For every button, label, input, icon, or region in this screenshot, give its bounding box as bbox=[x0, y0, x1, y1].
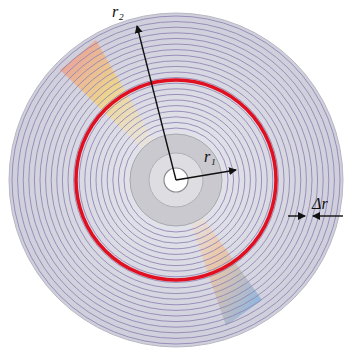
groove bbox=[74, 78, 279, 283]
disc bbox=[9, 13, 343, 347]
grooves bbox=[12, 16, 340, 344]
radius-label: r₁ bbox=[204, 148, 216, 166]
groove bbox=[18, 22, 335, 339]
groove bbox=[34, 38, 317, 321]
groove bbox=[57, 61, 295, 299]
groove bbox=[85, 89, 267, 271]
delta-r-arrow bbox=[288, 215, 305, 216]
groove bbox=[68, 72, 284, 288]
groove bbox=[90, 94, 261, 265]
groove bbox=[51, 55, 301, 305]
red-track bbox=[76, 80, 276, 280]
groove bbox=[40, 44, 312, 316]
groove bbox=[79, 83, 273, 277]
groove bbox=[107, 111, 245, 249]
groove bbox=[62, 66, 289, 293]
groove bbox=[29, 33, 323, 327]
groove bbox=[113, 117, 239, 243]
r2-arrow bbox=[137, 26, 176, 180]
groove bbox=[102, 106, 251, 255]
r1-arrow bbox=[176, 170, 236, 180]
spacing-label: Δr bbox=[312, 195, 328, 213]
groove bbox=[46, 50, 307, 311]
groove bbox=[12, 16, 340, 344]
groove bbox=[96, 100, 256, 260]
delta-r-arrow bbox=[313, 215, 343, 216]
radius-label: r₂ bbox=[112, 3, 124, 21]
